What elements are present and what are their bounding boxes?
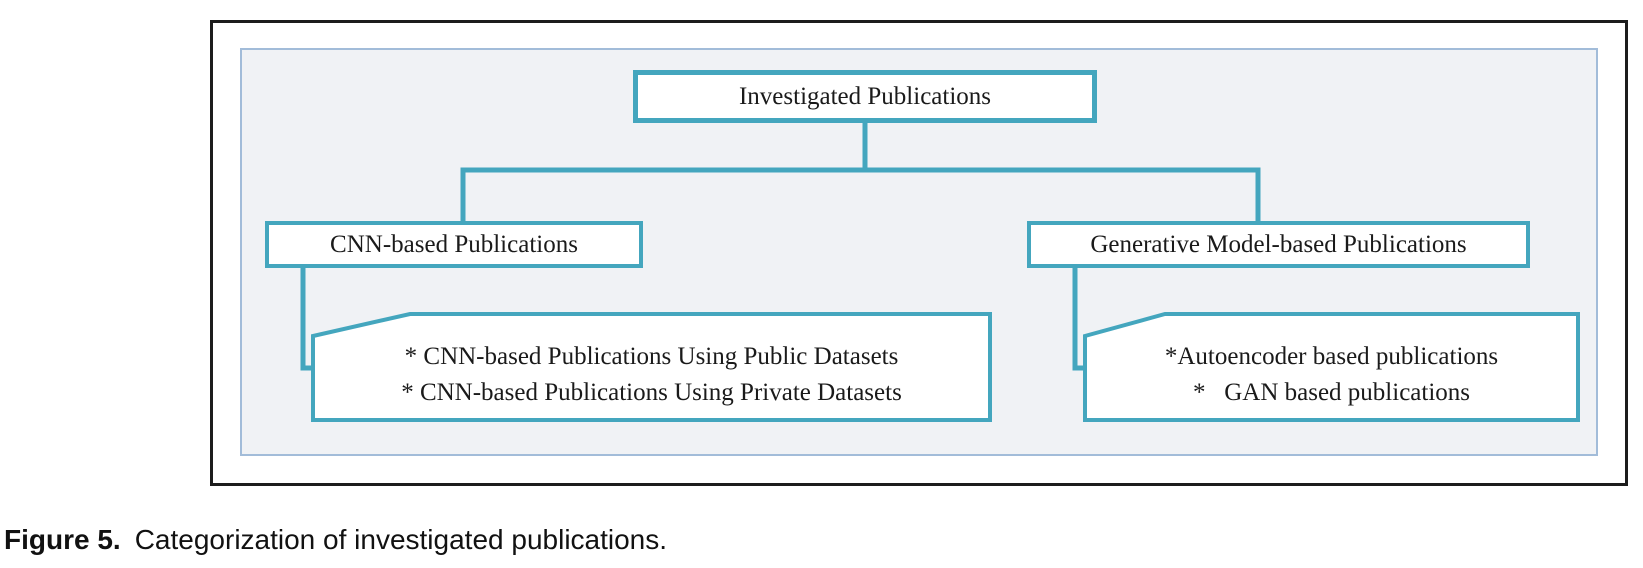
figure-caption: Figure 5. Categorization of investigated … xyxy=(4,524,667,556)
callout-item-public-datasets: * CNN-based Publications Using Public Da… xyxy=(404,343,899,370)
cnn-callout-items: * CNN-based Publications Using Public Da… xyxy=(313,314,990,420)
figure-caption-label: Figure 5. xyxy=(4,524,121,555)
figure-frame: Investigated Publications CNN-based Publ… xyxy=(210,20,1628,486)
callout-shape-gen xyxy=(1083,312,1580,422)
diagram-panel: Investigated Publications CNN-based Publ… xyxy=(240,48,1598,456)
node-investigated-publications: Investigated Publications xyxy=(633,70,1097,123)
callout-item-autoencoder: *Autoencoder based publications xyxy=(1164,343,1499,370)
node-cnn-based-publications: CNN-based Publications xyxy=(265,221,643,268)
node-generative-model-based-publications: Generative Model-based Publications xyxy=(1027,221,1530,268)
figure-caption-text: Categorization of investigated publicati… xyxy=(134,524,668,555)
callout-item-gan: * GAN based publications xyxy=(1192,379,1471,406)
gen-callout-items: *Autoencoder based publications * GAN ba… xyxy=(1085,314,1578,420)
connector-layer xyxy=(300,121,1580,422)
connector-branch-rail xyxy=(460,167,1261,221)
callout-shape-cnn xyxy=(311,312,992,422)
callout-item-private-datasets: * CNN-based Publications Using Private D… xyxy=(401,379,902,406)
